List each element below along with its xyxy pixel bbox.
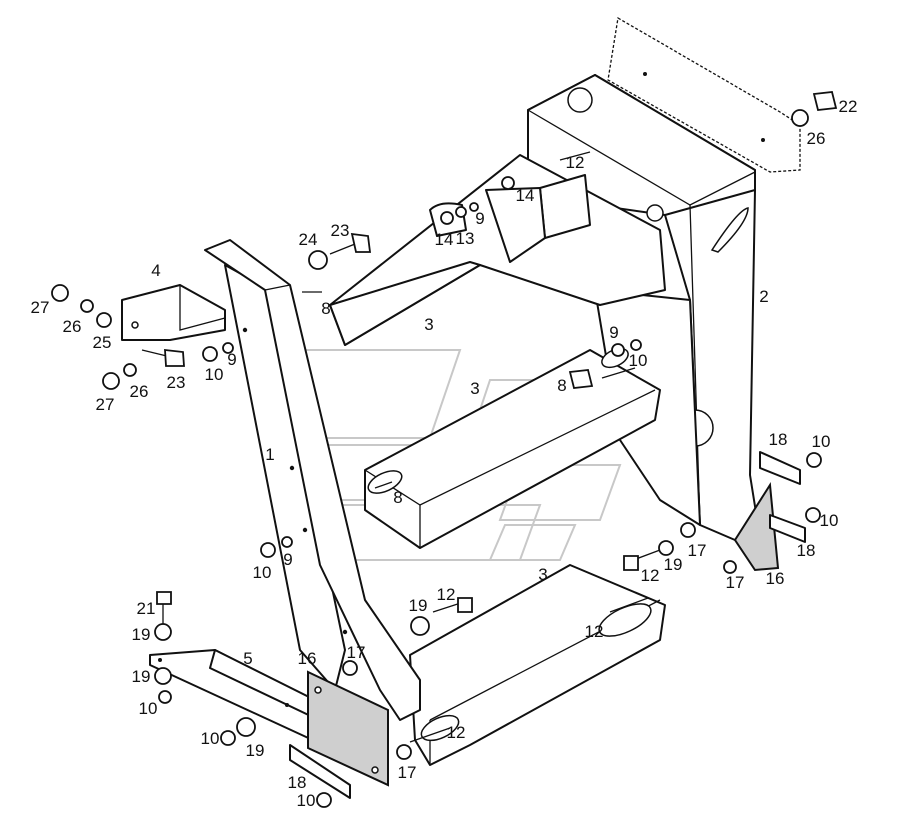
callout-label-18: 18 [797, 541, 816, 560]
callout-label-12: 12 [437, 585, 456, 604]
callout-label-4: 4 [151, 261, 160, 280]
callout-label-10: 10 [820, 511, 839, 530]
rubber-pad-left [307, 670, 389, 787]
callout-label-8: 8 [557, 376, 566, 395]
bracket-part-4 [121, 284, 226, 341]
callout-label-17: 17 [347, 643, 366, 662]
callout-label-10: 10 [629, 351, 648, 370]
callout-label-5: 5 [243, 649, 252, 668]
callout-label-23: 23 [167, 373, 186, 392]
callout-label-17: 17 [726, 573, 745, 592]
callout-label-19: 19 [246, 741, 265, 760]
rear-cover-plate [607, 16, 801, 173]
strip-18-bottom [289, 744, 351, 799]
callout-label-26: 26 [63, 317, 82, 336]
callout-label-10: 10 [205, 365, 224, 384]
callout-label-19: 19 [409, 596, 428, 615]
callout-label-16: 16 [298, 649, 317, 668]
callout-label-17: 17 [398, 763, 417, 782]
callout-label-21: 21 [137, 599, 156, 618]
cross-beam-middle [364, 347, 661, 549]
callout-label-8: 8 [321, 299, 330, 318]
bolts [141, 91, 838, 743]
callout-label-1: 1 [265, 445, 274, 464]
callout-label-10: 10 [201, 729, 220, 748]
callout-label-12: 12 [447, 723, 466, 742]
callout-label-3: 3 [424, 315, 433, 334]
callout-label-14: 14 [435, 230, 454, 249]
callout-label-25: 25 [93, 333, 112, 352]
callout-label-27: 27 [31, 298, 50, 317]
callout-label-16: 16 [766, 569, 785, 588]
callout-label-27: 27 [96, 395, 115, 414]
cross-beam-upper [329, 154, 666, 346]
callout-label-12: 12 [566, 153, 585, 172]
callout-label-2: 2 [759, 287, 768, 306]
callout-label-10: 10 [253, 563, 272, 582]
callout-label-26: 26 [130, 382, 149, 401]
callout-label-22: 22 [839, 97, 858, 116]
callout-label-10: 10 [139, 699, 158, 718]
callout-label-3: 3 [470, 379, 479, 398]
callout-label-8: 8 [393, 488, 402, 507]
callout-label-9: 9 [609, 323, 618, 342]
callout-label-19: 19 [132, 625, 151, 644]
strip-18-mid [769, 514, 806, 543]
callout-label-19: 19 [664, 555, 683, 574]
callout-label-19: 19 [132, 667, 151, 686]
callout-label-13: 13 [456, 229, 475, 248]
callout-label-12: 12 [641, 566, 660, 585]
callout-label-24: 24 [299, 230, 318, 249]
callout-label-10: 10 [297, 791, 316, 810]
callout-label-17: 17 [688, 541, 707, 560]
callout-label-9: 9 [283, 550, 292, 569]
strip-18-top [759, 451, 801, 485]
cross-beam-lower [409, 564, 666, 766]
callout-label-9: 9 [227, 350, 236, 369]
callout-label-9: 9 [475, 209, 484, 228]
callout-label-12: 12 [585, 622, 604, 641]
callout-label-23: 23 [331, 221, 350, 240]
callout-label-10: 10 [812, 432, 831, 451]
callout-label-3: 3 [538, 565, 547, 584]
rubber-pad-right [733, 482, 780, 572]
callout-label-18: 18 [288, 773, 307, 792]
side-frame-part-1 [204, 239, 421, 721]
fasteners [51, 109, 822, 808]
callout-label-26: 26 [807, 129, 826, 148]
callout-label-14: 14 [516, 186, 535, 205]
callout-label-18: 18 [769, 430, 788, 449]
